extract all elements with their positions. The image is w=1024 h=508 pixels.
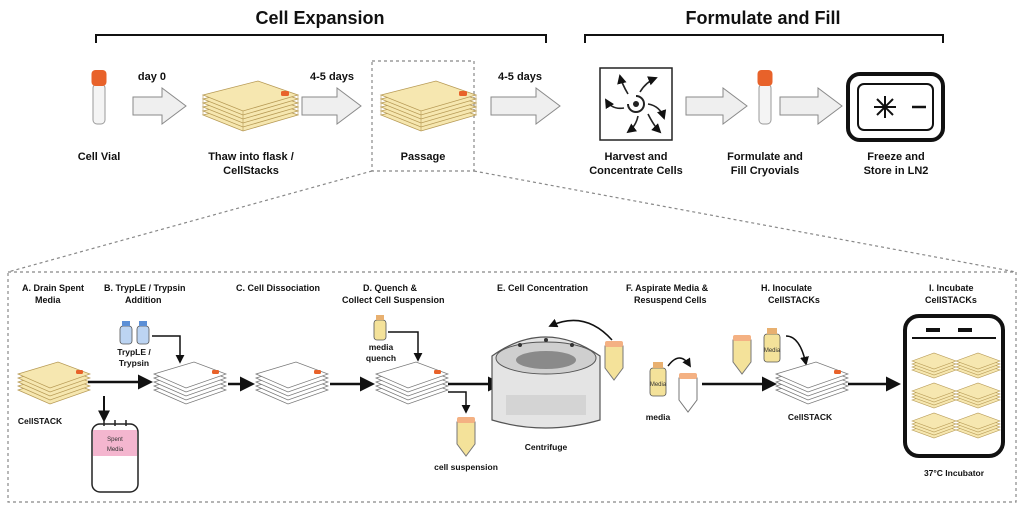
harvest-cyclone-icon bbox=[599, 67, 673, 141]
process-arrow-3 bbox=[490, 87, 561, 125]
media-quench-bottle-icon bbox=[373, 315, 387, 341]
label-freeze-1: Freeze and bbox=[867, 151, 924, 163]
step-e-title: E. Cell Concentration bbox=[497, 283, 588, 293]
cell-suspension-tube-icon bbox=[456, 416, 476, 457]
process-arrow-4 bbox=[685, 87, 748, 125]
label-thaw-1: Thaw into flask / bbox=[208, 151, 294, 163]
step-f-title-2: Resuspend Cells bbox=[634, 295, 707, 305]
step-d-title-1: D. Quench & bbox=[363, 283, 418, 293]
label-media-f: media bbox=[646, 412, 671, 422]
step-a-title-2: Media bbox=[35, 295, 62, 305]
label-cell-vial: Cell Vial bbox=[78, 151, 121, 163]
spent-media-bag-icon bbox=[91, 396, 139, 493]
step-c-title: C. Cell Dissociation bbox=[236, 283, 320, 293]
header-cell-expansion: Cell Expansion bbox=[255, 8, 384, 28]
label-interval-1: 4-5 days bbox=[310, 71, 354, 83]
step-h-title-1: H. Inoculate bbox=[761, 283, 812, 293]
step-i-title-1: I. Incubate bbox=[929, 283, 974, 293]
label-cellstack-h: CellSTACK bbox=[788, 412, 833, 422]
step-h-title-2: CellSTACKs bbox=[768, 295, 820, 305]
ln2-freezer-icon bbox=[846, 72, 945, 142]
label-cellstack-a: CellSTACK bbox=[18, 416, 63, 426]
label-media-bottle-f: Media bbox=[650, 382, 667, 388]
cellstack-a-icon bbox=[17, 361, 91, 405]
centrifuge-load-arrow bbox=[548, 318, 613, 341]
label-harvest-2: Concentrate Cells bbox=[589, 165, 683, 177]
cellstack-b-icon bbox=[153, 361, 227, 405]
quench-addition-arrow bbox=[388, 331, 423, 362]
label-centrifuge: Centrifuge bbox=[525, 442, 568, 452]
cellstack-h-icon bbox=[775, 361, 849, 405]
step-b-title-2: Addition bbox=[125, 295, 162, 305]
concentrated-tube-icon bbox=[604, 340, 624, 381]
label-harvest-1: Harvest and bbox=[605, 151, 668, 163]
tryple-addition-arrow bbox=[152, 335, 185, 364]
step-i-title-2: CellSTACKs bbox=[925, 295, 977, 305]
label-incubator: 37°C Incubator bbox=[924, 468, 985, 478]
label-thaw-2: CellStacks bbox=[223, 165, 279, 177]
step-a-title-1: A. Drain Spent bbox=[22, 283, 84, 293]
label-quench-1: media bbox=[369, 342, 394, 352]
media-bottle-h-icon bbox=[763, 328, 781, 363]
label-spent-2: Media bbox=[107, 447, 124, 453]
thaw-cellstack-icon bbox=[202, 80, 299, 132]
zoom-line-right bbox=[473, 170, 1017, 273]
bracket-cell-expansion bbox=[95, 34, 547, 43]
label-quench-2: quench bbox=[366, 353, 396, 363]
header-formulate-fill: Formulate and Fill bbox=[685, 8, 840, 28]
resuspend-arrow bbox=[667, 357, 691, 368]
label-tryple-2: Trypsin bbox=[119, 358, 149, 368]
cellstack-d-icon bbox=[375, 361, 449, 405]
bracket-formulate-fill bbox=[584, 34, 944, 43]
label-interval-2: 4-5 days bbox=[498, 71, 542, 83]
label-freeze-2: Store in LN2 bbox=[864, 165, 929, 177]
label-formulate-2: Fill Cryovials bbox=[731, 165, 799, 177]
label-formulate-1: Formulate and bbox=[727, 151, 803, 163]
inoculate-arrow bbox=[785, 335, 809, 366]
step-d-title-2: Collect Cell Suspension bbox=[342, 295, 445, 305]
inoculum-tube-icon bbox=[732, 334, 752, 375]
step-b-title-1: B. TrypLE / Trypsin bbox=[104, 283, 186, 293]
tryple-bottles-icon bbox=[119, 321, 150, 345]
collect-suspension-arrow bbox=[448, 391, 471, 414]
label-media-bottle-h: Media bbox=[764, 348, 781, 354]
passage-cellstack-icon bbox=[380, 80, 477, 132]
label-tryple-1: TrypLE / bbox=[117, 347, 151, 357]
incubator-icon bbox=[903, 314, 1005, 458]
label-spent-1: Spent bbox=[107, 437, 123, 443]
centrifuge-icon bbox=[491, 336, 601, 429]
media-bottle-f-icon bbox=[649, 362, 667, 397]
label-passage: Passage bbox=[401, 151, 446, 163]
passage-detail-box bbox=[7, 271, 1017, 503]
cell-vial-icon bbox=[91, 69, 107, 125]
process-arrow-5 bbox=[779, 87, 843, 125]
zoom-line-left bbox=[7, 170, 373, 273]
process-arrow-1 bbox=[132, 87, 187, 125]
label-cell-suspension: cell suspension bbox=[434, 462, 498, 472]
cellstack-c-icon bbox=[255, 361, 329, 405]
cryovial-icon bbox=[757, 69, 773, 125]
label-day0: day 0 bbox=[138, 71, 166, 83]
resuspend-tube-icon bbox=[678, 372, 698, 413]
passage-highlight-box bbox=[371, 60, 475, 172]
process-arrow-2 bbox=[301, 87, 362, 125]
step-f-title-1: F. Aspirate Media & bbox=[626, 283, 709, 293]
